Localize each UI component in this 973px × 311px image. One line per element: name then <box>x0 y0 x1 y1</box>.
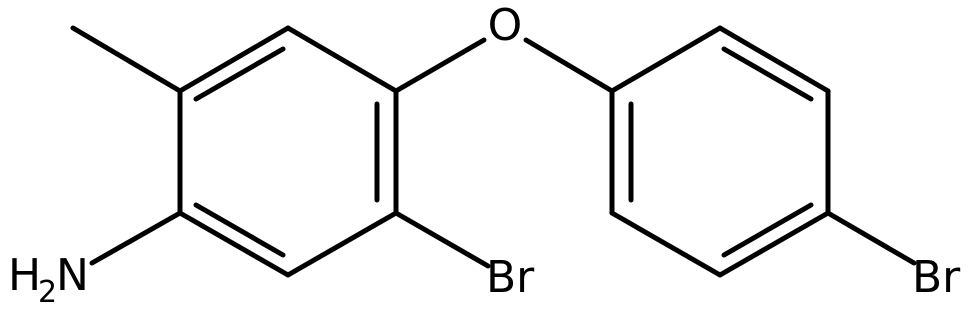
right-ring <box>609 25 831 278</box>
bond-c6-c1 <box>177 25 291 94</box>
bond-o-c <box>523 37 615 94</box>
amine-subscript-label: 2 <box>38 275 57 310</box>
left-ring <box>177 25 399 278</box>
bond-c4-c5-inner <box>193 202 286 258</box>
bond-c-nh2 <box>89 210 183 266</box>
bond-c-br1 <box>393 210 491 269</box>
bond-r4-r5 <box>717 210 831 278</box>
bond-c-br2 <box>825 210 917 266</box>
bond-c-o <box>393 37 487 94</box>
bromine-label-1: Br <box>486 252 535 303</box>
bond-r5-r6 <box>609 210 723 278</box>
bond-r2-r3 <box>717 25 831 94</box>
bond-c3-c4 <box>285 210 399 278</box>
bond-c1-c2 <box>285 25 399 94</box>
oxygen-label: O <box>488 0 523 51</box>
bond-methyl <box>70 25 183 94</box>
bond-c4-c5 <box>177 210 291 278</box>
bond-r2-r3-inner <box>721 46 814 102</box>
amine-h-label: H <box>8 250 41 301</box>
bromine-label-2: Br <box>912 252 961 303</box>
bond-r1-r2 <box>609 25 723 94</box>
bond-r4-r5-inner <box>721 202 814 258</box>
amine-n-label: N <box>56 250 89 301</box>
bond-c6-c1-inner <box>193 46 286 102</box>
